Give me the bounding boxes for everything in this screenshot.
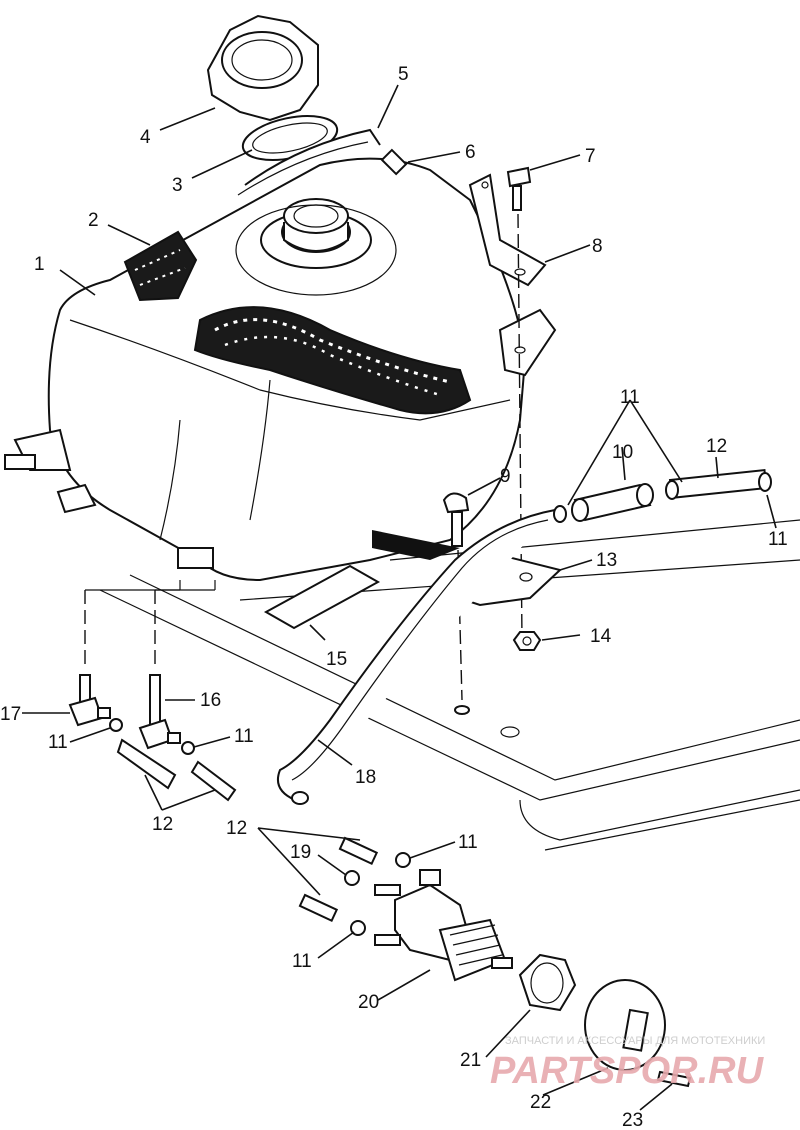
callout-4: 4 xyxy=(140,127,151,148)
callout-9: 9 xyxy=(500,466,511,487)
vent-fitting xyxy=(380,148,408,176)
callout-22: 22 xyxy=(530,1092,551,1113)
bolt-upper xyxy=(506,166,532,211)
bolt-lower xyxy=(442,492,470,547)
petcock-nut xyxy=(518,953,577,1012)
fitting-tee xyxy=(138,674,181,750)
fuel-line xyxy=(276,509,556,801)
callout-20: 20 xyxy=(358,992,379,1013)
watermark-logo: PARTSPOR.RU xyxy=(490,1050,765,1092)
callout-23: 23 xyxy=(622,1110,643,1130)
callout-5: 5 xyxy=(398,64,409,85)
callout-18: 18 xyxy=(355,767,376,788)
callout-11-left: 11 xyxy=(48,732,68,753)
fuel-tank xyxy=(4,157,527,582)
callout-12-hose: 12 xyxy=(706,436,727,457)
watermark-tagline: ЗАПЧАСТИ И АКСЕССУАРЫ ДЛЯ МОТОТЕХНИКИ xyxy=(505,1035,765,1047)
watermark: ЗАПЧАСТИ И АКСЕССУАРЫ ДЛЯ МОТОТЕХНИКИ PA… xyxy=(490,1035,765,1092)
callout-labels: 1 2 3 4 5 6 7 8 9 10 11 12 11 13 14 15 1… xyxy=(0,64,788,1130)
gas-cap xyxy=(206,14,319,122)
callout-6: 6 xyxy=(465,142,476,163)
rear-bracket xyxy=(468,173,547,287)
callout-1: 1 xyxy=(34,254,45,275)
callout-16: 16 xyxy=(200,690,221,711)
callout-11-petcock-bottom: 11 xyxy=(292,951,312,972)
lock-nut xyxy=(512,631,542,651)
fuel-petcock xyxy=(374,869,513,982)
leader-lines xyxy=(22,84,777,1111)
fitting-left xyxy=(68,674,111,727)
callout-15: 15 xyxy=(326,649,347,670)
callout-11-petcock-top: 11 xyxy=(458,832,478,853)
callout-13: 13 xyxy=(596,550,617,571)
tank-pad xyxy=(263,564,381,630)
callout-10: 10 xyxy=(612,442,633,463)
callout-11-filter: 11 xyxy=(620,387,640,408)
callout-12-left: 12 xyxy=(152,814,173,835)
side-decal xyxy=(123,230,198,302)
petcock-knob xyxy=(584,979,666,1071)
callout-7: 7 xyxy=(585,146,596,167)
callout-19: 19 xyxy=(290,842,311,863)
callout-11-tee: 11 xyxy=(234,726,254,747)
callout-3: 3 xyxy=(172,175,183,196)
tank-decal xyxy=(193,306,472,415)
callout-21: 21 xyxy=(460,1050,481,1071)
callout-17: 17 xyxy=(0,704,21,725)
knob-screw xyxy=(656,1070,692,1088)
callout-14: 14 xyxy=(590,626,612,647)
callout-8: 8 xyxy=(592,236,603,257)
fuel-filter xyxy=(571,483,654,522)
callout-11-hose-end: 11 xyxy=(768,529,788,550)
callout-12-petcock: 12 xyxy=(226,818,247,839)
callout-2: 2 xyxy=(88,210,99,231)
